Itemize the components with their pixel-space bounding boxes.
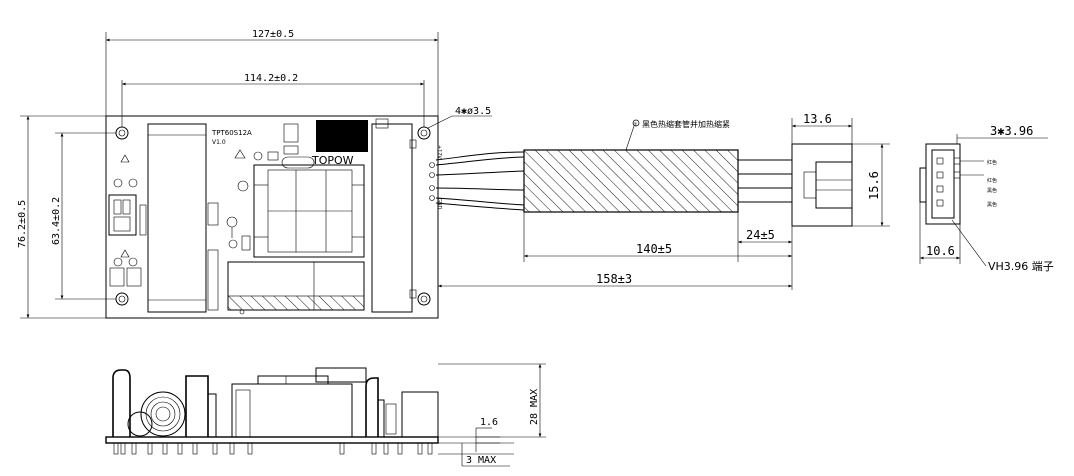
input-inductor	[147, 123, 207, 313]
mounting-hole-br	[417, 292, 431, 306]
terminal-detail: 红色 红色 黑色 黑色 3✱3.96 10.6 VH3.96 端子	[919, 124, 1054, 273]
pcb-outline	[105, 115, 439, 319]
dim-mount-holes: 4✱ø3.5	[455, 106, 491, 117]
dim-wire-140: 140±5	[636, 242, 672, 256]
sleeve-circle-marker: ②	[633, 122, 638, 128]
output-positive-label: +12V	[436, 145, 442, 160]
input-connector	[108, 194, 137, 236]
dim-board-width: 127±0.5	[252, 29, 294, 40]
dim-hole-spacing-x: 114.2±0.2	[244, 73, 298, 84]
dim-max-protrusion: 3 MAX	[466, 455, 496, 466]
wire-harness: ② 黑色热缩套管并加热缩紧 13.6 15.6 24±5 140±5 158±3	[435, 112, 890, 292]
dim-pin-length: 1.6	[480, 417, 498, 428]
dim-board-height: 76.2±0.5	[17, 200, 28, 248]
wire-red-1: 红色	[987, 159, 997, 166]
brand-label: TOPOW	[311, 154, 354, 167]
wire-black-1: 黑色	[987, 187, 997, 194]
heat-shrink-sleeve	[523, 149, 739, 213]
side-pcb	[105, 436, 439, 444]
top-view: TPT60S12A V1.0 TOPOW	[17, 29, 492, 319]
wire-connector	[791, 143, 853, 227]
wire-black-2: 黑色	[987, 201, 997, 208]
hatched-strip	[227, 295, 365, 311]
output-gnd-label: GND	[436, 198, 442, 210]
main-transformer	[253, 164, 365, 258]
side-pins	[113, 442, 433, 455]
dim-connector-length: 13.6	[803, 112, 832, 126]
mounting-hole-tl	[115, 126, 129, 140]
terminal-label: VH3.96 端子	[988, 260, 1054, 273]
dim-wire-24: 24±5	[746, 228, 775, 242]
wire-red-2: 红色	[987, 177, 997, 184]
dim-connector-height: 15.6	[867, 171, 881, 200]
version-label: V1.0	[212, 139, 226, 146]
bulk-capacitor	[316, 120, 368, 152]
dim-wire-158: 158±3	[596, 272, 632, 286]
mounting-hole-bl	[115, 292, 129, 306]
dim-pitch: 3✱3.96	[990, 124, 1033, 138]
output-section	[371, 123, 413, 313]
output-pads	[429, 162, 435, 201]
dim-terminal-depth: 10.6	[926, 244, 955, 258]
dim-hole-spacing-y: 63.4±0.2	[51, 197, 62, 245]
model-label: TPT60S12A	[211, 129, 252, 137]
sleeve-note: 黑色热缩套管并加热缩紧	[642, 119, 730, 129]
side-toroid	[140, 391, 186, 437]
side-view: 28 MAX 1.6 3 MAX	[105, 363, 546, 467]
mounting-hole-tr	[417, 126, 431, 140]
dim-max-height: 28 MAX	[529, 389, 540, 425]
